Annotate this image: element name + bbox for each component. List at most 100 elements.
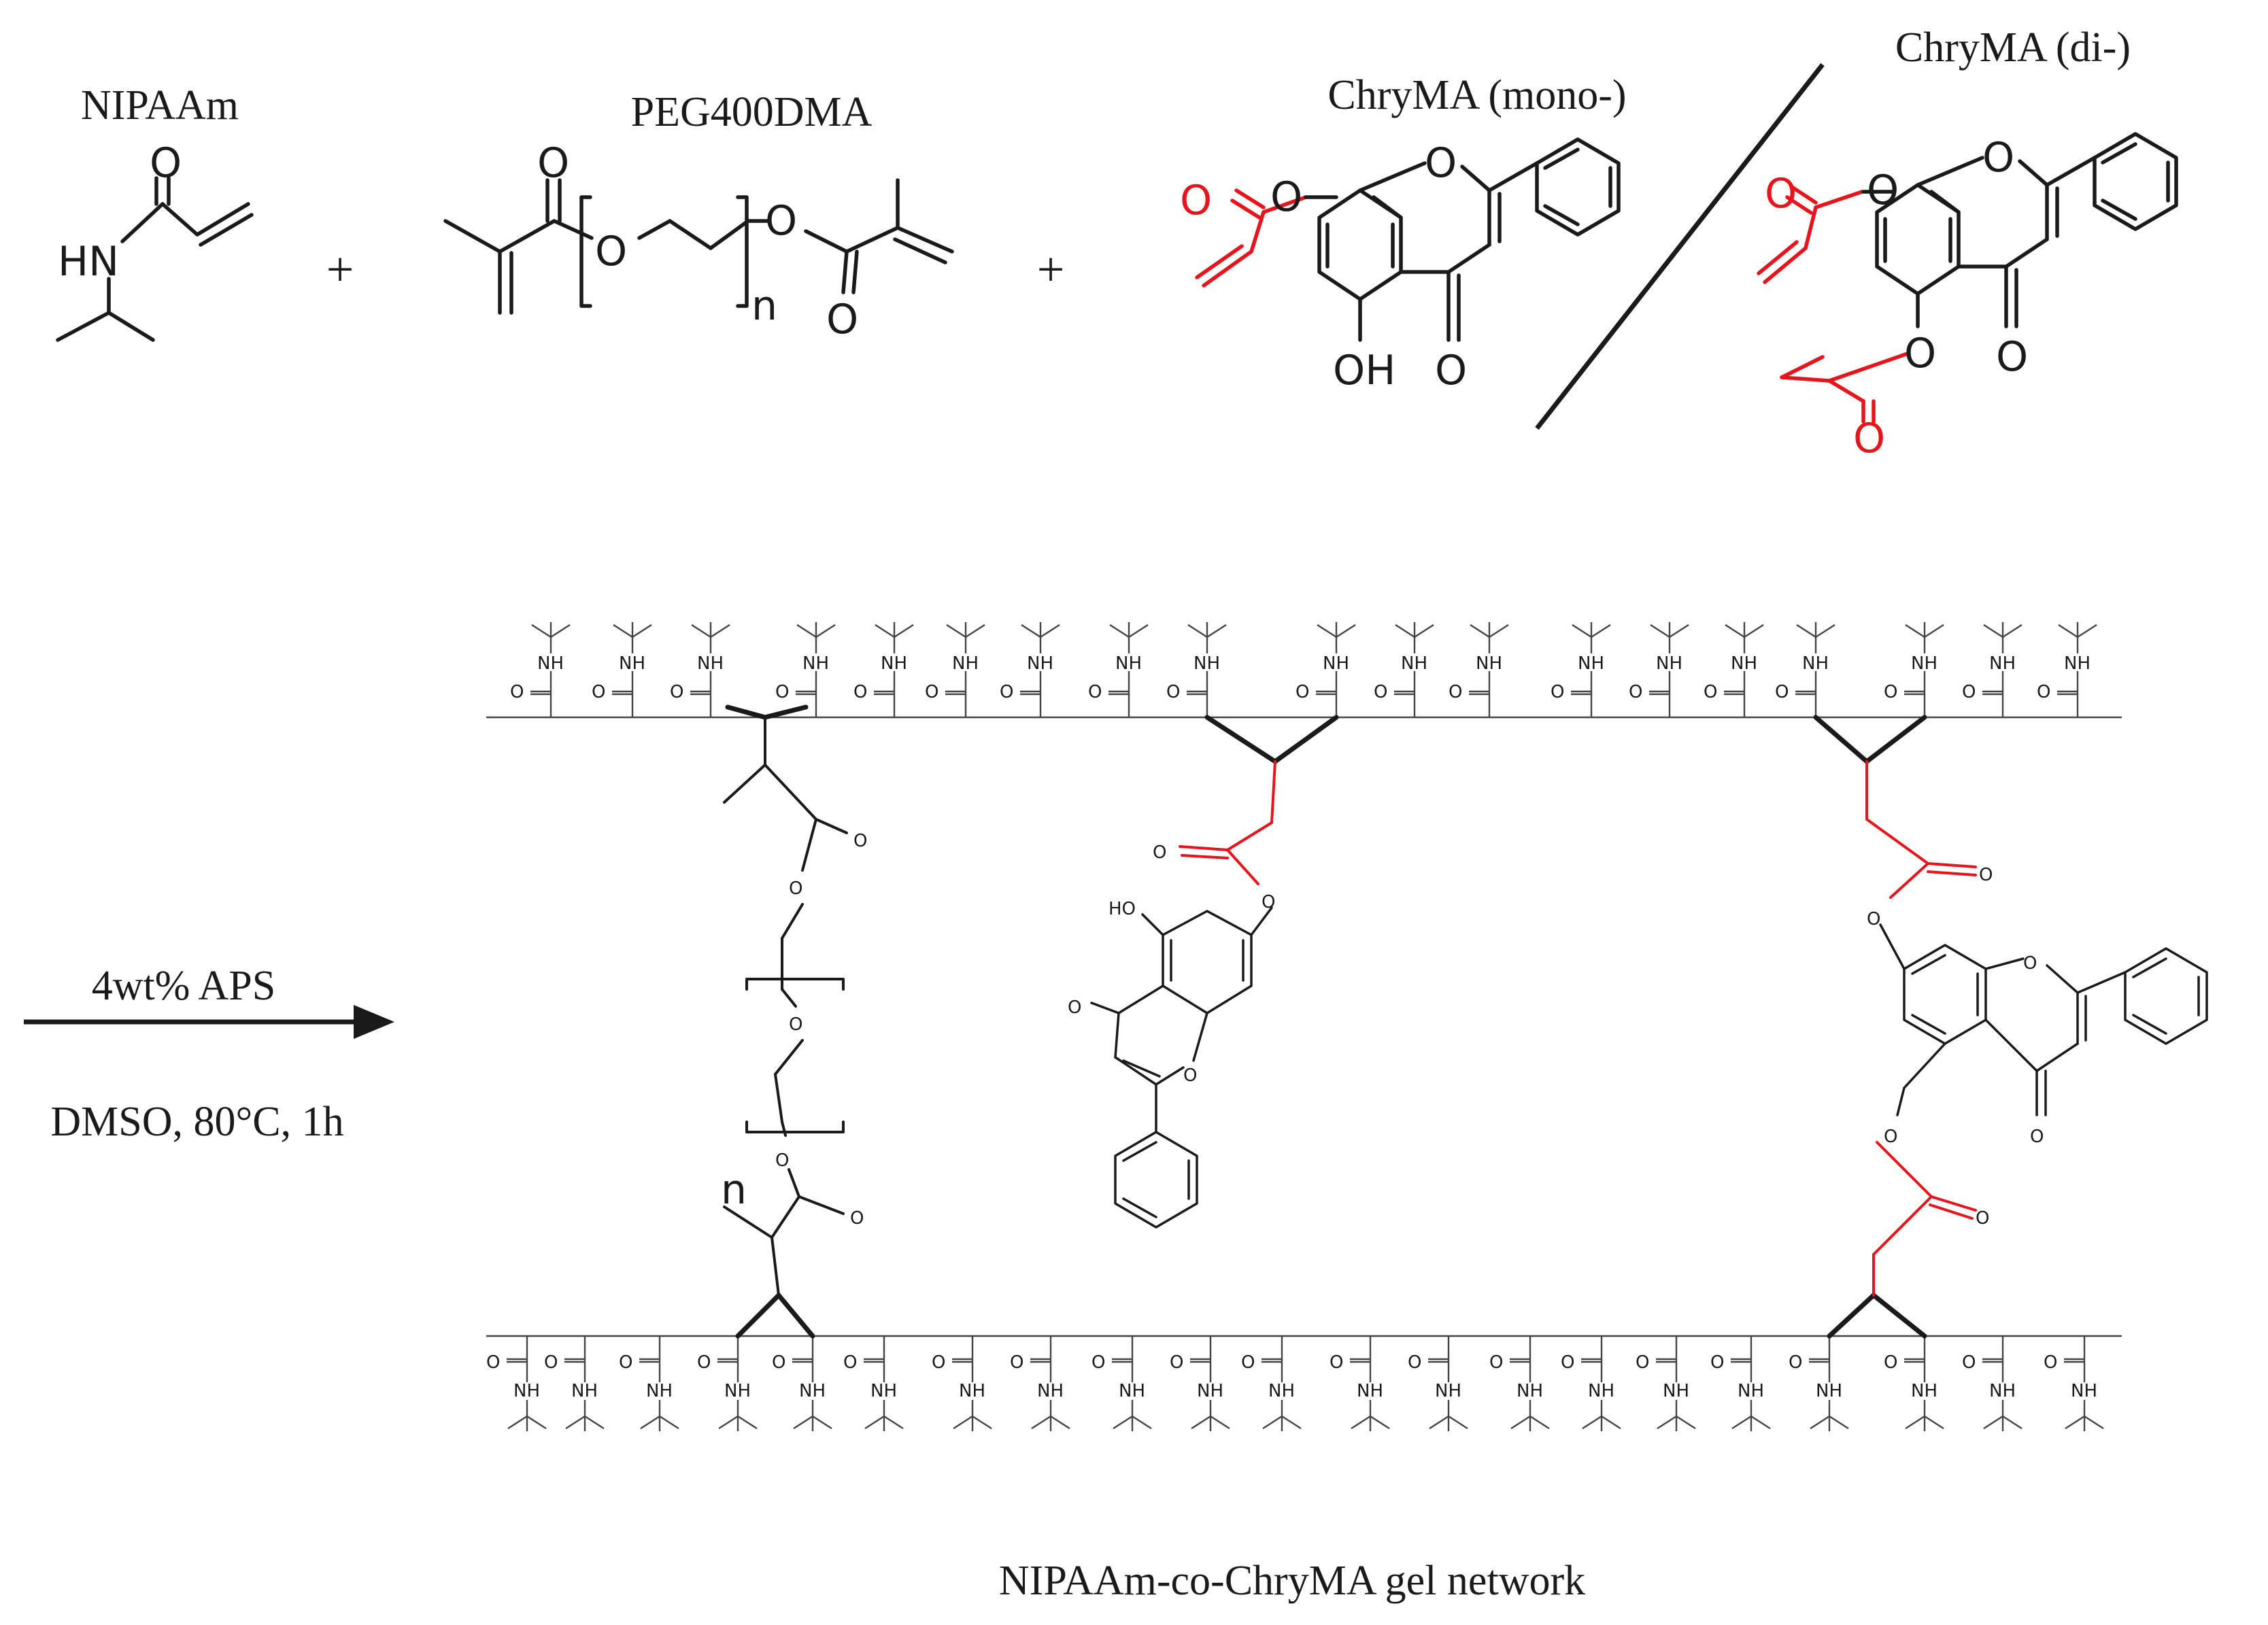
chryma-di-ester-o-2: O [1904,330,1936,377]
amide-o: O [1884,1352,1897,1373]
amide-o: O [772,1352,785,1373]
amide-o: O [1296,682,1309,702]
bottom-polymer-backbone: ONHONHONHONHONHONHONHONHONHONHONHONHONHO… [486,1335,2122,1431]
chryma-mono-acrylate [1195,188,1308,288]
amide-nh: NH [646,1381,673,1401]
nipaam-repeat-unit: ONH [1704,622,1764,717]
peg-crosslink [723,716,848,1297]
nipaam-repeat-unit: ONH [1710,1336,1771,1431]
amide-nh: NH [1517,1381,1543,1401]
amide-o: O [925,682,938,702]
chryma-mono-label: ChryMA (mono-) [1327,72,1626,118]
nipaam-repeat-unit: ONH [1789,1336,1849,1431]
nipaam-repeat-unit: O NH [697,1336,758,1431]
network-di-ester-o-2: O [1884,1127,1897,1147]
network-mono-chrysin [1090,906,1273,1229]
top-polymer-backbone: ONHONHONHONHONHONHONHONHONHONHONHONHONHO… [486,622,2122,719]
amide-o: O [510,682,524,702]
amide-o: O [1374,682,1387,702]
nipaam-repeat-unit: ONH [1962,622,2022,717]
amide-nh: NH [1119,1381,1145,1401]
divider-slash [1535,63,1825,430]
network-mono-link-thick [1204,715,1339,764]
peg-repeat-n: n [751,282,777,330]
amide-o: O [1170,1352,1183,1373]
amide-nh: NH [697,653,724,674]
condition-catalyst: 4wt% APS [92,963,275,1009]
nipaam-repeat-unit: ONH [1561,1336,1621,1431]
amide-nh: NH [1911,653,1937,674]
nipaam-repeat-unit: O NH [1374,622,1434,717]
plus-1: + [326,242,354,296]
amide-nh: NH [1197,1381,1223,1401]
amide-o: O [932,1352,945,1373]
amide-nh: NH [881,653,907,674]
product-caption: NIPAAm-co-ChryMA gel network [999,1558,1585,1604]
amide-nh: NH [870,1381,897,1401]
amide-o: O [670,682,683,702]
amide-o: O [486,1352,500,1373]
condition-solvent-temp-time: DMSO, 80°C, 1h [50,1099,343,1145]
amide-o: O [1010,1352,1023,1373]
amide-nh: NH [1731,653,1757,674]
amide-nh: NH [802,653,829,674]
nipaam-repeat-unit: ONH [1330,1336,1390,1431]
amide-o: O [1775,682,1789,702]
chryma-mono-keto-o: O [1435,347,1467,394]
amide-o: O [1629,682,1642,702]
network-peg-repeat-n: n [721,1166,747,1214]
network-peg-carbonyl-o-1: O [853,831,867,851]
amide-nh: NH [1656,653,1682,674]
amide-nh: NH [1989,1381,2016,1401]
amide-o: O [619,1352,632,1373]
nipaam-repeat-unit: ONH [1636,1336,1696,1431]
amide-o: O [1962,682,1976,702]
amide-nh: NH [724,1381,751,1401]
chryma-di-carbonyl-o-2: O [1853,415,1885,462]
reaction-arrow-head [354,1005,394,1039]
chryma-di-carbonyl-o-1: O [1765,170,1797,218]
nipaam-repeat-unit: ONH [1241,1336,1302,1431]
amide-nh: NH [1037,1381,1064,1401]
peg-carbonyl-o-right: O [826,296,858,343]
nipaam-repeat-unit: ONH [932,1336,992,1431]
network-di-chrysin [1879,923,2208,1116]
chryma-di-keto-o: O [1996,333,2028,381]
nipaam-repeat-unit: ONH [2044,1336,2104,1431]
nipaam-repeat-unit: ONH [592,622,652,717]
nipaam-repeat-unit: ONH [1551,622,1611,717]
amide-o: O [775,682,789,702]
nipaam-repeat-unit: ONH [1884,622,1944,717]
network-peg-ester-o-1: O [789,878,802,899]
amide-nh: NH [1323,653,1349,674]
amide-nh: NH [1401,653,1427,674]
amide-o: O [1091,1352,1105,1373]
nipaam-label: NIPAAm [81,82,239,129]
nipaam-repeat-unit: O NH [1629,622,1689,717]
chryma-di-ring-o: O [1982,134,2014,182]
amide-o: O [697,1352,711,1373]
nipaam-repeat-unit: O NH [1170,1336,1230,1431]
network-di-ester-o-1: O [1867,909,1880,929]
chryma-mono-ester-o: O [1270,173,1302,221]
network-di-keto-o: O [2030,1127,2044,1147]
peg400dma-structure [443,178,954,315]
nipaam-repeat-unit: ONH [1166,622,1227,717]
amide-o: O [1088,682,1102,702]
amide-nh: NH [571,1381,598,1401]
amide-nh: NH [1268,1381,1295,1401]
amide-nh: NH [1578,653,1604,674]
amide-o: O [2044,1352,2057,1373]
amide-o: O [592,682,605,702]
amide-o: O [1000,682,1013,702]
nipaam-repeat-unit: ONH [1962,1336,2022,1431]
amide-nh: NH [1816,1381,1842,1401]
chryma-di-acrylates [1757,185,1910,424]
network-peg-ether-o: O [789,1014,802,1035]
amide-nh: NH [1115,653,1142,674]
nipaam-structure [56,176,254,342]
network-mono-carbonyl-o: O [1153,842,1166,863]
nipaam-repeat-unit: ONH [2037,622,2097,717]
nipaam-repeat-unit: ONH [1489,1336,1550,1431]
nipaam-carbonyl-o: O [150,139,182,187]
